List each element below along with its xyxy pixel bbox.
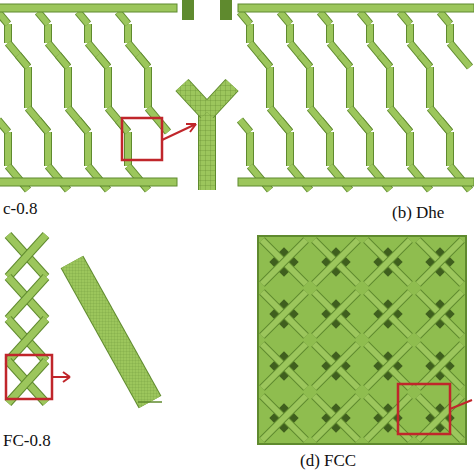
panel-label: (d) FCC: [300, 452, 356, 471]
fcc-side-lattice: [8, 235, 46, 403]
panel-label: FC-0.8: [3, 432, 51, 451]
panel-label: c-0.8: [3, 200, 37, 219]
strut-inset: [72, 262, 162, 402]
hex-lattice-a: [0, 4, 177, 190]
junction-inset: [180, 0, 235, 190]
hex-lattice-b: [238, 4, 474, 190]
fcc-top-view: [258, 236, 466, 444]
panel-label: (b) Dhe: [392, 204, 444, 223]
zoom-boxes: [6, 118, 472, 434]
